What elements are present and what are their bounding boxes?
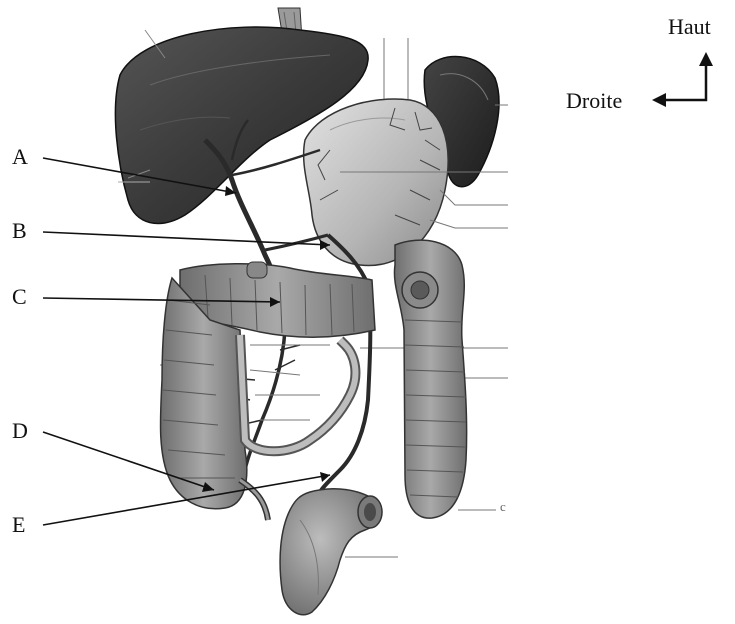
- leader-b: [43, 232, 330, 245]
- label-c: C: [12, 284, 27, 310]
- label-a: A: [12, 144, 28, 170]
- label-d: D: [12, 418, 28, 444]
- descending-colon: [394, 240, 466, 518]
- label-e: E: [12, 512, 25, 538]
- left-arrowhead: [652, 93, 666, 107]
- label-b: B: [12, 218, 27, 244]
- up-arrowhead: [699, 52, 713, 66]
- rectum: [280, 489, 382, 615]
- orientation-arrows: [662, 62, 706, 100]
- compass-right-side-label: Droite: [566, 88, 622, 114]
- compass-up-label: Haut: [668, 14, 711, 40]
- edge-mark: c: [500, 499, 506, 515]
